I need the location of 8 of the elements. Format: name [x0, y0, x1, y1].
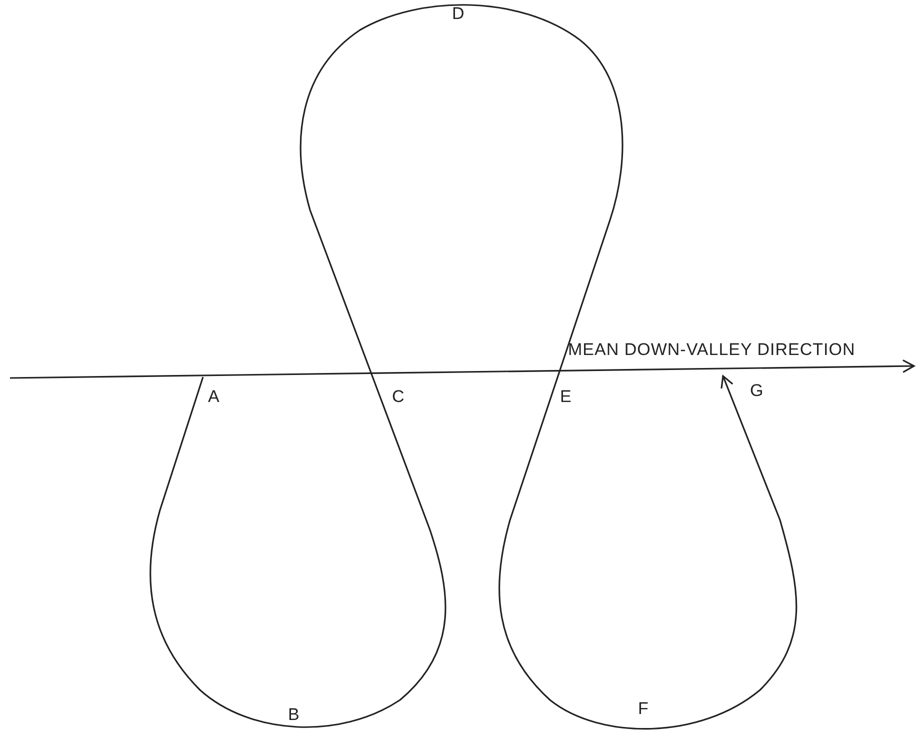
point-label: E — [560, 388, 572, 405]
point-label: C — [392, 388, 405, 405]
direction-label: MEAN DOWN-VALLEY DIRECTION — [568, 341, 856, 358]
point-label: A — [208, 388, 220, 405]
point-label: B — [288, 706, 300, 723]
point-label: D — [452, 5, 465, 22]
point-label: G — [750, 382, 764, 399]
point-label: F — [638, 700, 649, 717]
